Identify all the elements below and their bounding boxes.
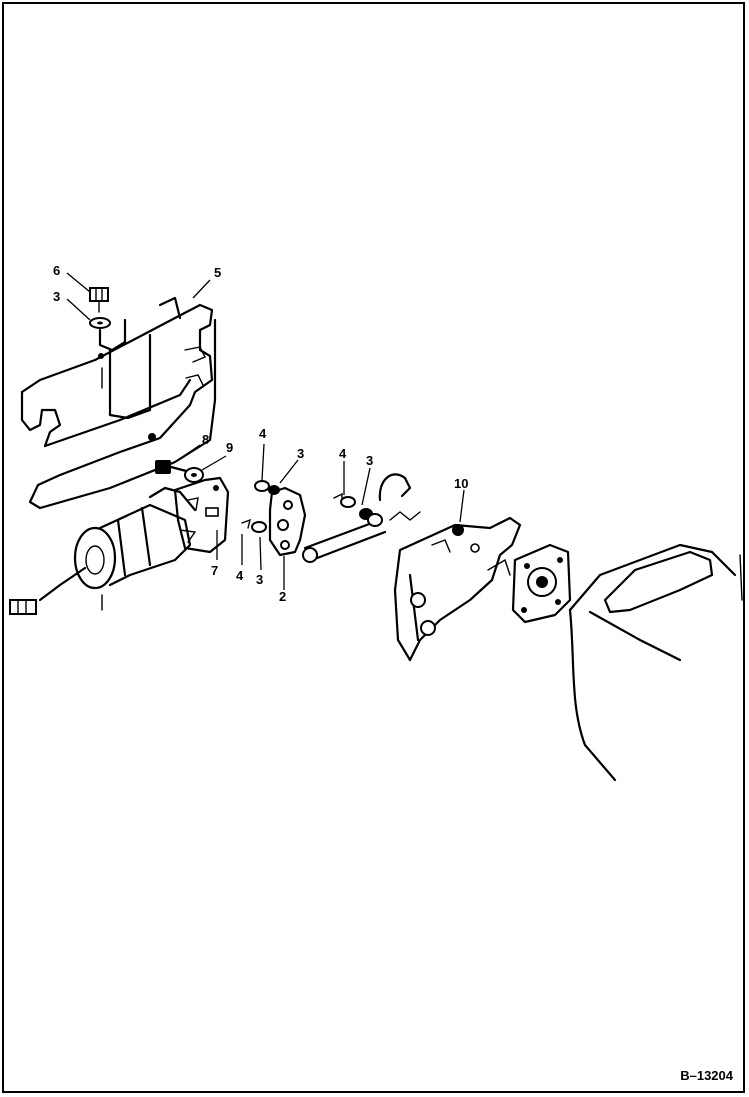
callout-2: 2 <box>279 589 286 604</box>
clip-washer-upper-left <box>254 480 280 495</box>
leader-lines <box>66 272 465 590</box>
callout-4-lower: 4 <box>236 568 244 583</box>
guard-bracket <box>20 296 217 510</box>
drawing-number: B–13204 <box>680 1068 733 1083</box>
callout-5: 5 <box>214 265 221 280</box>
callout-labels: 6 3 5 8 9 4 3 4 3 10 7 4 3 2 <box>53 263 468 604</box>
callout-3-lower: 3 <box>256 572 263 587</box>
callout-4-upper: 4 <box>259 426 267 441</box>
callout-7: 7 <box>211 563 218 578</box>
washer-9 <box>184 467 204 483</box>
callout-8: 8 <box>202 432 209 447</box>
callout-3-upper: 3 <box>297 446 304 461</box>
governor-plate <box>393 516 522 662</box>
return-spring <box>378 473 421 521</box>
pump-flange <box>511 543 572 624</box>
callout-3-right: 3 <box>366 453 373 468</box>
clip-washer-right <box>333 492 383 527</box>
callout-4-right: 4 <box>339 446 347 461</box>
control-rod <box>302 518 387 563</box>
callout-9: 9 <box>226 440 233 455</box>
washer-top <box>89 317 111 359</box>
clip-washer-lower-left <box>241 518 267 533</box>
callout-6: 6 <box>53 263 60 278</box>
engine-block-outline <box>568 543 743 782</box>
callout-3-top: 3 <box>53 289 60 304</box>
fuel-shutoff-solenoid <box>9 486 197 615</box>
linkage-arm <box>268 486 307 557</box>
cap-screw-top <box>89 287 109 313</box>
solenoid-mount-plate <box>173 476 230 554</box>
callout-10: 10 <box>454 476 468 491</box>
